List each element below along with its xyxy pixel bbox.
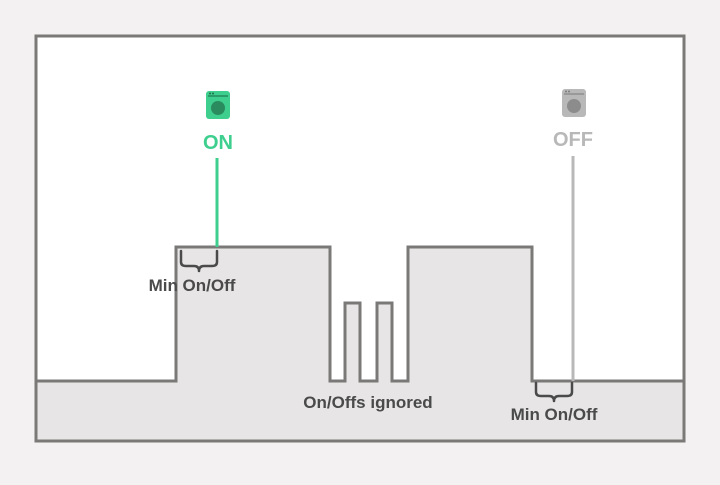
signal-line [37,245,683,383]
min-on-off-label-right: Min On/Off [511,405,598,424]
off-label: OFF [553,129,593,151]
min-on-off-label-left: Min On/Off [149,276,236,295]
min-on-off-brace-right [534,381,574,403]
washing-machine-icon [206,91,230,119]
min-on-off-brace-left [179,249,219,273]
diagram-frame [34,34,686,443]
ignored-label: On/Offs ignored [303,393,432,412]
washing-machine-icon [562,89,586,117]
on-label: ON [203,132,233,154]
